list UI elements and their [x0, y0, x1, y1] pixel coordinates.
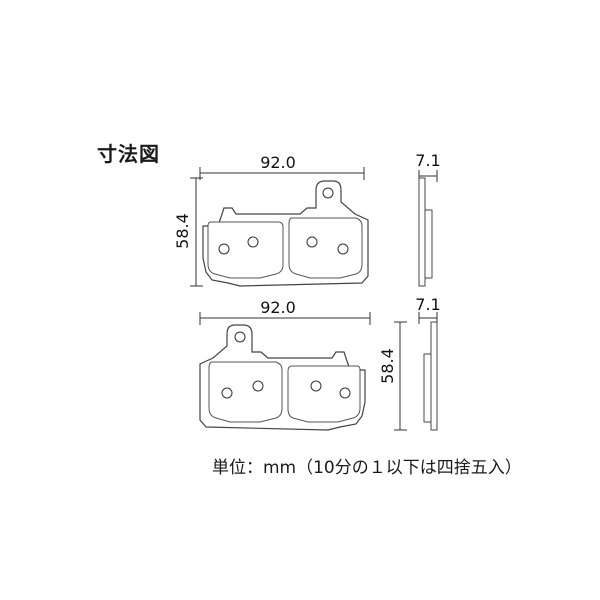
friction-segment-right-top — [288, 217, 363, 279]
width-label-top: 92.0 — [260, 153, 296, 172]
ear-hole-bottom — [234, 331, 246, 343]
page-title: 寸法図 — [97, 142, 160, 166]
side-view-plate-top — [418, 177, 426, 287]
ear-hole-top — [322, 187, 334, 199]
thickness-label-bottom: 7.1 — [415, 295, 440, 314]
side-view-lining-bottom — [423, 353, 432, 423]
dimple-1-bottom — [221, 387, 233, 399]
thickness-label-top: 7.1 — [415, 151, 440, 170]
side-view-plate-bottom — [430, 321, 438, 431]
side-view-lining-top — [424, 209, 433, 279]
dimple-4-bottom — [339, 387, 351, 399]
dimple-3-top — [306, 236, 318, 248]
friction-segment-left-bottom — [208, 361, 283, 423]
height-label-bottom: 58.4 — [378, 348, 397, 384]
friction-segment-left-top — [207, 221, 284, 279]
friction-segment-right-bottom — [287, 365, 361, 423]
dimple-3-bottom — [310, 380, 322, 392]
dimple-2-top — [247, 236, 259, 248]
dimple-4-top — [337, 243, 349, 255]
dimple-1-top — [218, 243, 230, 255]
brake-pad-bottom: 92.0 58.4 7.1 — [199, 295, 441, 431]
brake-pad-top: 92.0 58.4 7.1 — [173, 151, 441, 287]
dimple-2-bottom — [252, 380, 264, 392]
height-label-top: 58.4 — [173, 213, 192, 249]
width-label-bottom: 92.0 — [260, 298, 296, 317]
unit-note: 単位：mm（10分の１以下は四捨五入） — [212, 458, 522, 478]
